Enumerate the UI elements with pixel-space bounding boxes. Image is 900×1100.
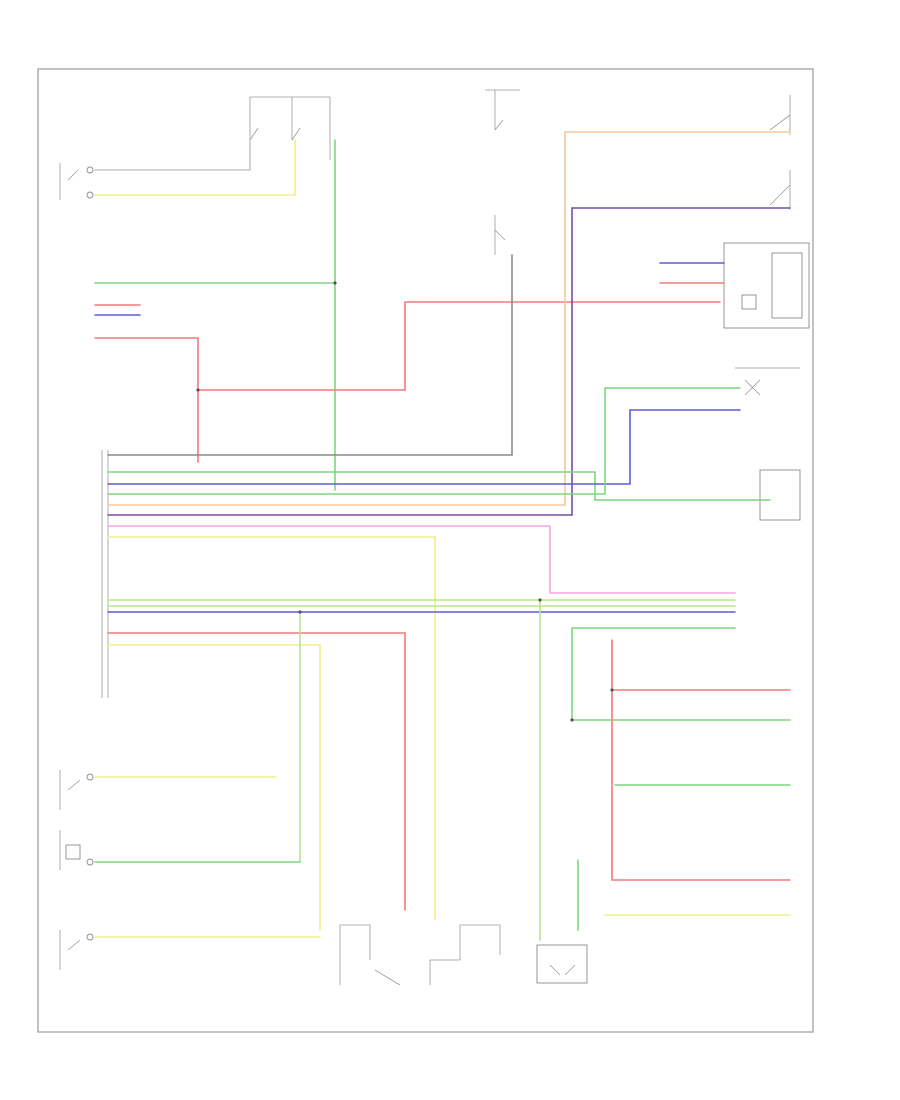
door-switch-lower-left-1 — [59, 770, 94, 810]
top-center-switch — [485, 89, 520, 255]
bottom-trunk-switch — [339, 924, 401, 986]
top-switch-group — [249, 96, 331, 160]
bcm-connector — [101, 450, 109, 698]
seat-belt-switch — [59, 163, 94, 200]
wire-set — [94, 131, 791, 941]
bottom-sensor-box — [536, 944, 588, 984]
door-switch-top-right-2 — [769, 170, 791, 210]
door-switch-lower-left-3 — [59, 930, 94, 970]
diagram-frame — [37, 68, 814, 1033]
bottom-latch-switch — [429, 924, 501, 985]
control-box-right — [759, 469, 801, 521]
sensor-unit-right — [735, 367, 800, 396]
junction-dots — [196, 281, 614, 722]
door-switch-top-right-1 — [769, 95, 791, 135]
combination-meter — [723, 242, 810, 329]
door-switch-lower-left-2 — [59, 830, 94, 870]
